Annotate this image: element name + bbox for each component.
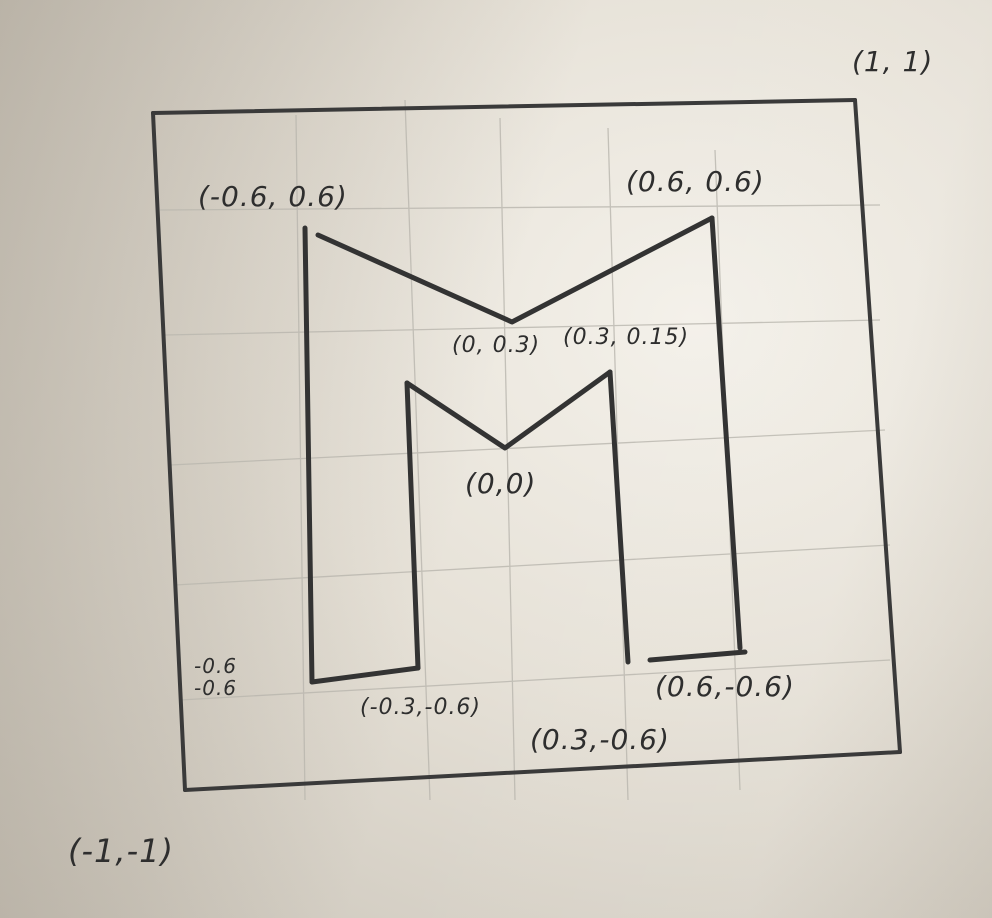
m-inner-right-stroke <box>607 369 631 665</box>
grid-line <box>179 659 891 701</box>
label-inner-bottom-right: (0.3,-0.6) <box>530 723 670 756</box>
label-inner-bottom-left: (-0.3,-0.6) <box>360 695 482 720</box>
grid-line <box>169 429 886 466</box>
m-right-foot-stroke <box>647 649 748 663</box>
frame-right <box>853 98 902 754</box>
label-lower-vertex: (0,0) <box>465 467 537 500</box>
frame-bottom <box>183 750 902 792</box>
m-shape <box>302 215 748 685</box>
m-left-foot-stroke <box>309 665 421 685</box>
m-outer-left-stroke <box>302 225 315 685</box>
grid-line <box>159 204 881 211</box>
frame-left <box>151 111 187 792</box>
grid-line <box>295 114 306 801</box>
m-outer-right-stroke <box>709 215 743 651</box>
label-outer-top-left: (-0.6, 0.6) <box>198 180 348 213</box>
grid-line <box>404 99 431 801</box>
label-upper-vertex: (0, 0.3) <box>452 333 541 358</box>
grid-line <box>499 117 516 801</box>
grid-lines <box>159 99 891 801</box>
frame-top <box>151 98 857 115</box>
label-bottom-left-corner: (-1,-1) <box>68 832 174 870</box>
label-outer-top-right: (0.6, 0.6) <box>626 165 765 198</box>
frame <box>151 98 902 792</box>
m-outer-v-stroke <box>315 215 715 325</box>
grid-line <box>164 319 881 336</box>
label-outer-bottom-left: -0.6 -0.6 <box>194 654 238 700</box>
label-inner-top-right: (0.3, 0.15) <box>563 325 690 350</box>
m-inner-left-stroke <box>404 380 421 671</box>
label-top-right-corner: (1, 1) <box>852 45 934 78</box>
label-outer-bottom-right: (0.6,-0.6) <box>655 670 795 703</box>
grid-line <box>174 544 891 586</box>
m-inner-v-stroke <box>404 369 613 451</box>
